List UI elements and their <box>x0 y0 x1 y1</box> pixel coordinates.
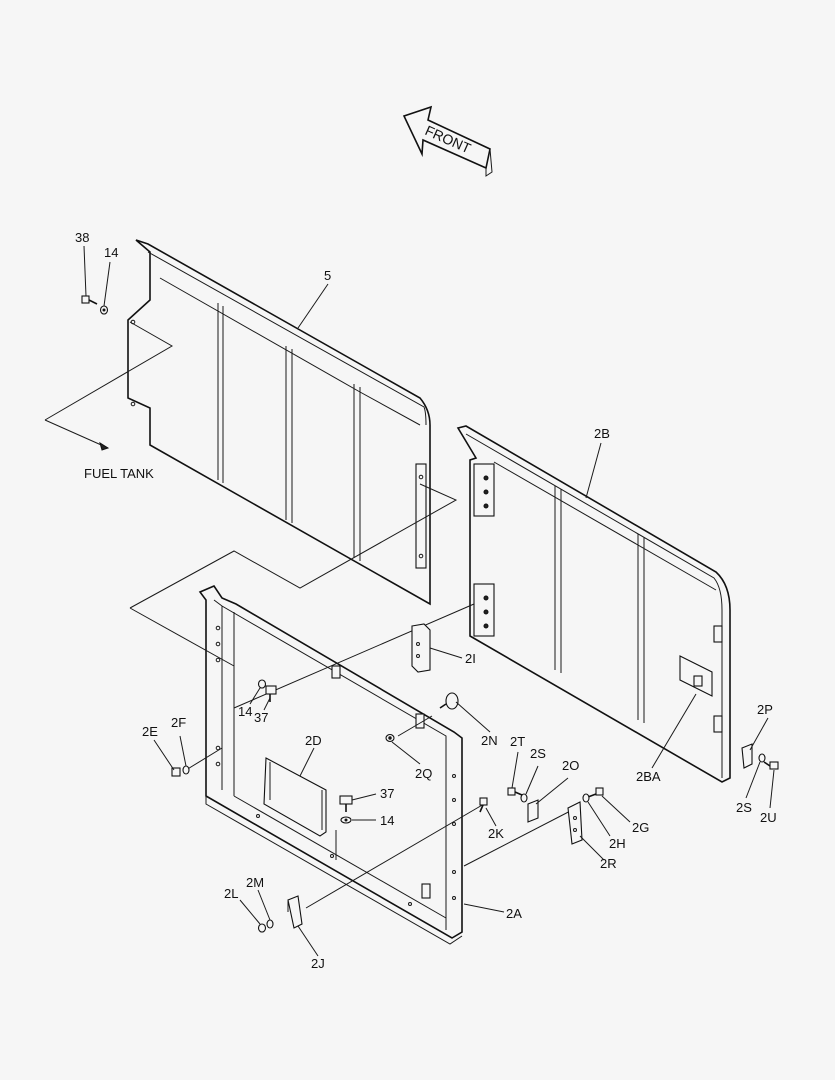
washer-2M-icon <box>266 919 274 929</box>
callout-37: 37 <box>254 710 268 725</box>
callout-2F: 2F <box>171 715 186 730</box>
nut-2Q-icon <box>385 733 395 743</box>
callout-14-c: 14 <box>380 813 394 828</box>
callout-2R: 2R <box>600 856 617 871</box>
washer-2S-icon <box>520 793 528 803</box>
callout-2G: 2G <box>632 820 649 835</box>
washer-2F-icon <box>182 765 190 775</box>
callout-2B: 2B <box>594 426 610 441</box>
bolt-2U-icon <box>763 761 779 770</box>
bracket-2J-icon <box>287 895 303 929</box>
callout-2BA: 2BA <box>636 769 661 784</box>
washer-14c-icon <box>340 816 352 824</box>
frame-2A <box>198 585 463 945</box>
callout-2L: 2L <box>224 886 238 901</box>
rubber-stopper-2N-icon <box>439 692 459 710</box>
callout-2O: 2O <box>562 758 579 773</box>
front-arrow-icon: FRONT <box>402 105 493 177</box>
callout-2K: 2K <box>488 826 504 841</box>
spacer-2I-icon <box>411 623 431 673</box>
bolt-2G-icon <box>587 787 604 798</box>
washer-2H-icon <box>582 793 590 803</box>
callout-labels: FUEL TANK 38 14 5 2B 2I 14 37 2N 2E 2F 2… <box>75 230 777 971</box>
callout-2S: 2S <box>530 746 546 761</box>
washer-2S-b-icon <box>758 753 766 763</box>
callout-2I: 2I <box>465 651 476 666</box>
bolt-2K-icon <box>479 797 488 813</box>
rear-panel-2B <box>456 425 731 783</box>
callout-2E: 2E <box>142 724 158 739</box>
upper-panel-5 <box>127 239 431 606</box>
latch-2R-icon <box>567 801 583 845</box>
callout-2M: 2M <box>246 875 264 890</box>
callout-2P: 2P <box>757 702 773 717</box>
alignment-lines <box>44 321 581 909</box>
callout-2N: 2N <box>481 733 498 748</box>
washer-14-icon <box>99 305 109 315</box>
callout-2U: 2U <box>760 810 777 825</box>
washer-14b-icon <box>257 679 267 689</box>
callout-2J: 2J <box>311 956 325 971</box>
callout-2H: 2H <box>609 836 626 851</box>
catch-2P-icon <box>741 743 753 769</box>
callout-2A: 2A <box>506 906 522 921</box>
nut-2E-icon <box>171 767 181 777</box>
callout-2T: 2T <box>510 734 525 749</box>
callout-14: 14 <box>104 245 118 260</box>
callout-2D: 2D <box>305 733 322 748</box>
callout-2Q: 2Q <box>415 766 432 781</box>
bolt-38-icon <box>81 295 98 305</box>
callout-2S-b: 2S <box>736 800 752 815</box>
bolt-2T-icon <box>507 787 523 796</box>
callout-38: 38 <box>75 230 89 245</box>
callout-14-b: 14 <box>238 704 252 719</box>
callout-leaders <box>83 245 775 957</box>
nut-2L-icon <box>257 923 267 933</box>
callout-5: 5 <box>324 268 331 283</box>
fuel-tank-label: FUEL TANK <box>84 466 154 481</box>
hardware <box>81 295 779 933</box>
bracket-2O-icon <box>527 799 539 823</box>
callout-37-b: 37 <box>380 786 394 801</box>
